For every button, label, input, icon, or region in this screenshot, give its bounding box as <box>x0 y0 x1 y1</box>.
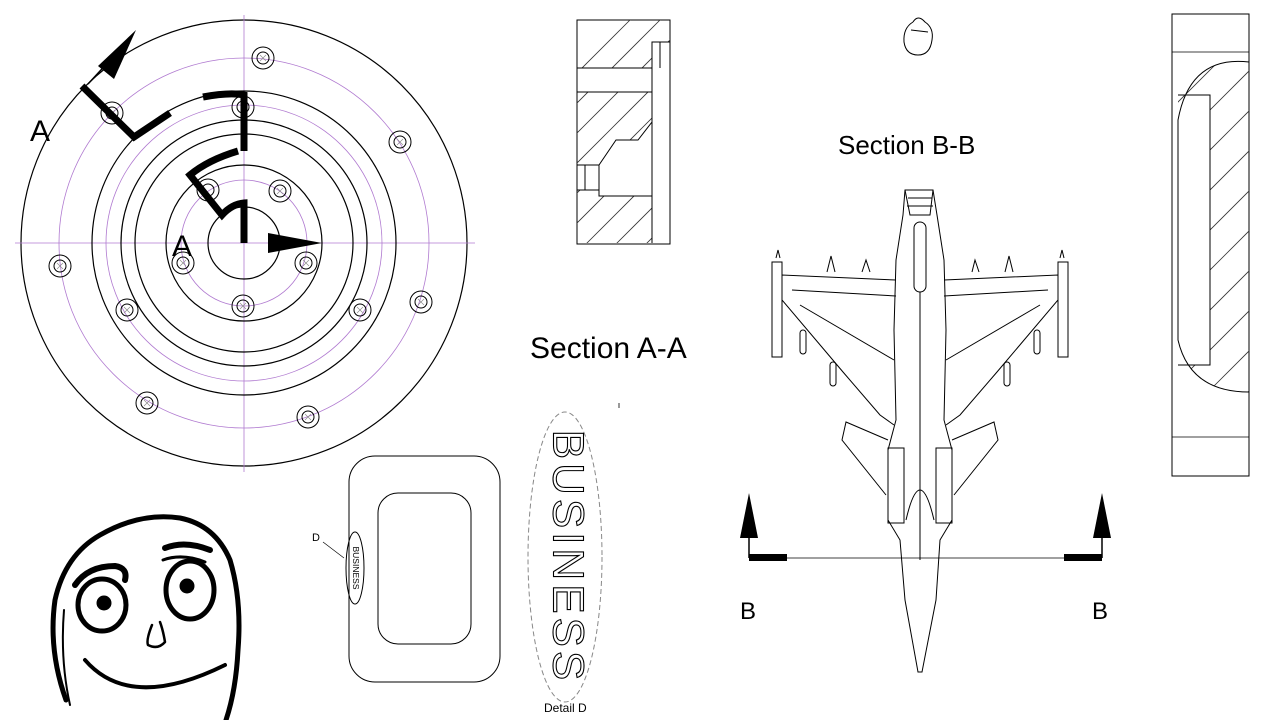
cutting-plane-b-b <box>740 493 1111 561</box>
bolt-hole-mid-2 <box>348 298 372 322</box>
fighter-jet-top-view <box>771 189 1069 673</box>
detail-d-outline <box>527 411 603 703</box>
cutting-plane-a-a <box>79 83 248 243</box>
section-a-a-view <box>576 19 671 245</box>
cut-arrow-a-inner-head <box>268 233 322 253</box>
bolt-hole-mid-3 <box>115 298 139 322</box>
device-top-view <box>322 455 501 683</box>
section-a-a-title: Section A-A <box>530 332 687 365</box>
cut-arrow-a-head <box>98 30 136 79</box>
engraving-badge-small <box>345 531 365 605</box>
outer-bolt-circle <box>58 57 430 429</box>
engraving-small-text: BUSINESS <box>351 547 361 590</box>
bolt-hole-inner-2 <box>294 251 318 275</box>
detail-d-caption: Detail D <box>544 701 587 715</box>
section-b-b-profile <box>1177 60 1250 393</box>
meme-face-drawing <box>50 514 242 720</box>
bolt-hole-inner-3 <box>231 294 255 318</box>
engraving-large-text: BUSINESS <box>543 430 592 685</box>
cut-label-a-inner: A <box>172 230 192 263</box>
section-b-b-outline <box>1171 13 1250 477</box>
bolt-hole-outer-6 <box>48 254 72 278</box>
section-b-b-view <box>1171 13 1250 477</box>
cut-label-b-left: B <box>740 598 756 625</box>
cut-arrow-b-left-head <box>740 493 758 538</box>
small-sketch-shape <box>903 17 933 56</box>
bolt-hole-outer-3 <box>409 290 433 314</box>
section-a-a-profile <box>577 41 670 243</box>
section-a-a-outline <box>576 19 671 245</box>
bolt-hole-outer-2 <box>388 130 412 154</box>
flange-plate-view <box>15 15 475 472</box>
cut-label-b-right: B <box>1092 598 1108 625</box>
cut-arrow-b-right-head <box>1093 493 1111 538</box>
bolt-hole-inner-1 <box>268 179 292 203</box>
section-b-b-title: Section B-B <box>838 130 975 160</box>
bolt-hole-outer-1 <box>251 46 275 70</box>
bolt-hole-outer-5 <box>135 391 159 415</box>
detail-marker-d: D <box>312 532 320 544</box>
bolt-hole-outer-4 <box>296 405 320 429</box>
bolt-hole-inner-4 <box>171 251 195 275</box>
ring-1 <box>91 90 397 396</box>
cut-label-a-outer: A <box>30 115 50 148</box>
